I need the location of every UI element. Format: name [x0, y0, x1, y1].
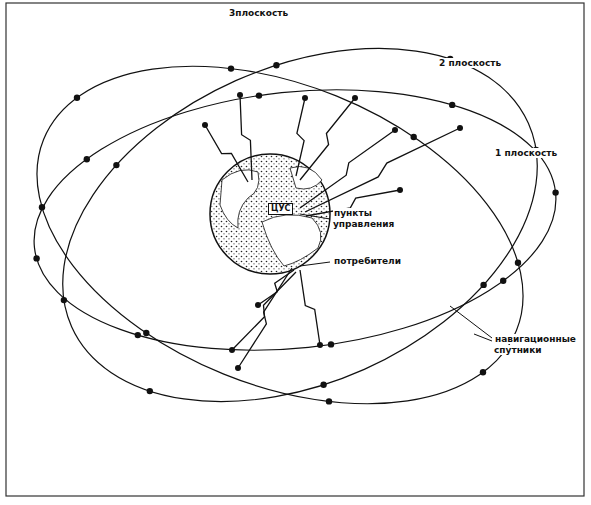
- satellite-dot: [39, 204, 45, 210]
- label-holder: навигационные спутники: [494, 334, 582, 356]
- orbits: [0, 0, 591, 471]
- satellite-dot: [328, 341, 334, 347]
- signal-ray: [238, 268, 292, 368]
- leader-line: [474, 334, 492, 341]
- satellite-dot: [515, 260, 521, 266]
- signal-ray: [232, 272, 296, 350]
- frame: [6, 3, 584, 496]
- satellite-dot: [61, 297, 67, 303]
- orbit-label: навигационные спутники: [494, 334, 576, 355]
- satellite-dot: [480, 369, 486, 375]
- node-text: ЦУС: [271, 204, 290, 213]
- leader-line: [450, 306, 492, 338]
- satellite-dot: [33, 255, 39, 261]
- satellite-dot: [74, 95, 80, 101]
- satellite-dot: [147, 388, 153, 394]
- label-holder: потребители: [333, 256, 402, 267]
- signal-ray: [258, 270, 294, 305]
- earth-ocean: [211, 155, 329, 273]
- signal-ray: [240, 95, 252, 180]
- signal-ray: [300, 270, 320, 345]
- orbit-label: пункты управления: [333, 208, 395, 229]
- earth: [210, 154, 330, 274]
- leader-line: [300, 214, 330, 219]
- satellites: [33, 56, 558, 405]
- orbit-label: 1 плоскость: [494, 148, 558, 158]
- leaders: [300, 214, 492, 341]
- label-holder: 3плоскость: [228, 8, 289, 19]
- satellite-dot: [500, 278, 506, 284]
- label-holder: 2 плоскость: [438, 58, 502, 69]
- satellite-dot: [228, 65, 234, 71]
- satellite-dot: [326, 398, 332, 404]
- signal-ray: [296, 98, 305, 176]
- label-holder: 1 плоскость: [494, 148, 558, 159]
- continent: [220, 170, 259, 228]
- satellite-dot: [113, 162, 119, 168]
- satellite-dot: [273, 62, 279, 68]
- orbit-label: 3плоскость: [228, 8, 289, 18]
- satellite-dot: [135, 332, 141, 338]
- control-center-box: ЦУС: [268, 203, 293, 215]
- orbit-2: [0, 0, 573, 469]
- satellite-dot: [320, 382, 326, 388]
- orbit-label: потребители: [333, 256, 402, 266]
- orbit-3: [7, 0, 591, 471]
- satellite-dot: [449, 102, 455, 108]
- satellite-dot: [84, 156, 90, 162]
- earth-outline: [210, 154, 330, 274]
- signal-ray: [300, 130, 395, 208]
- label-holder: пункты управления: [333, 208, 403, 230]
- continent: [290, 167, 322, 190]
- satellite-dot: [552, 189, 558, 195]
- orbit-1: [21, 65, 569, 374]
- continent: [262, 215, 321, 266]
- signals: [205, 95, 460, 368]
- orbit-label: 2 плоскость: [438, 58, 502, 68]
- signal-ray: [300, 98, 355, 180]
- leader-line: [300, 262, 330, 266]
- satellite-dot: [411, 134, 417, 140]
- satellite-dot: [256, 92, 262, 98]
- satellite-dot: [480, 282, 486, 288]
- satellite-dot: [143, 330, 149, 336]
